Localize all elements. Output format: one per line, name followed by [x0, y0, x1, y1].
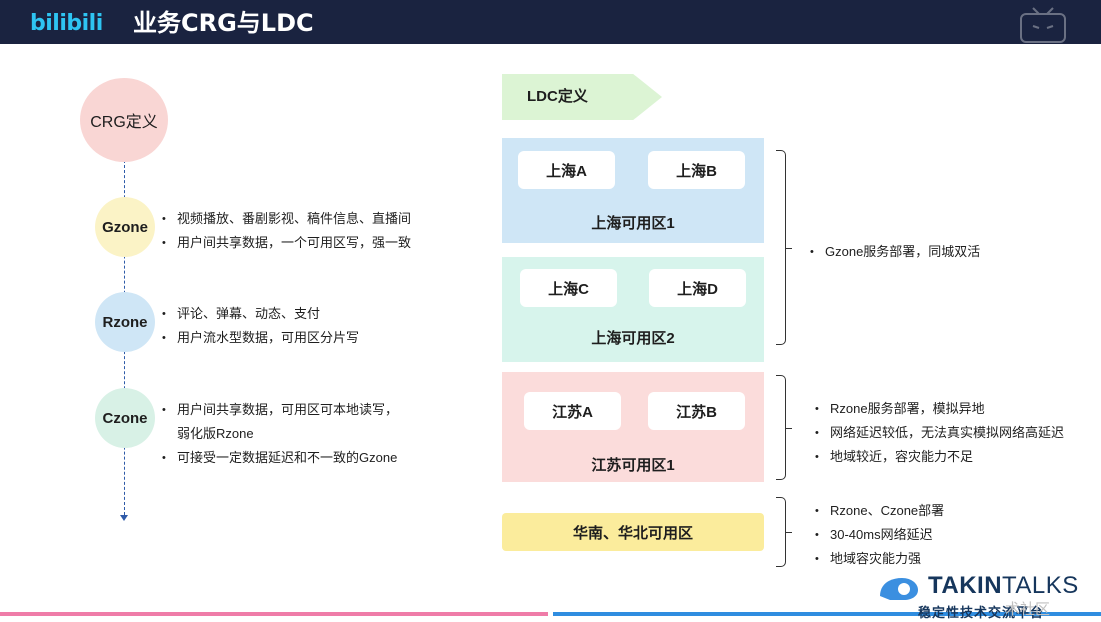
- takin-logo-icon: [880, 578, 918, 600]
- idc-jiangsu-a: 江苏A: [524, 392, 621, 430]
- list-item: 用户间共享数据，一个可用区写，强一致: [162, 231, 411, 255]
- page-title: 业务CRG与LDC: [133, 9, 314, 37]
- rzone-circle: Rzone: [95, 292, 155, 352]
- zone-label: 上海可用区2: [591, 330, 675, 347]
- jiangsu-zone-1: 江苏A 江苏B 江苏可用区1: [502, 372, 764, 482]
- idc-shanghai-d: 上海D: [649, 269, 746, 307]
- list-item: 地域较近，容灾能力不足: [815, 445, 1064, 469]
- list-item: Gzone服务部署，同城双活: [810, 240, 980, 264]
- footer-stripe-blue: [553, 612, 1101, 616]
- brand-light: TALKS: [1002, 572, 1079, 599]
- crg-title-circle: CRG定义: [80, 78, 168, 162]
- rzone-brace: [776, 375, 792, 480]
- list-item: 用户间共享数据，可用区可本地读写，: [162, 398, 398, 422]
- bilibili-logo: bilibili: [30, 10, 103, 36]
- gzone-circle: Gzone: [95, 197, 155, 257]
- list-item: 弱化版Rzone: [177, 426, 254, 441]
- czone-deploy-notes: Rzone、Czone部署 30-40ms网络延迟 地域容灾能力强: [815, 499, 944, 571]
- czone-circle: Czone: [95, 388, 155, 448]
- idc-shanghai-a: 上海A: [518, 151, 615, 189]
- idc-jiangsu-b: 江苏B: [648, 392, 745, 430]
- watermark-text: 术社区: [1005, 601, 1051, 618]
- rzone-points: 评论、弹幕、动态、支付 用户流水型数据，可用区分片写: [162, 302, 359, 350]
- rzone-deploy-notes: Rzone服务部署，模拟异地 网络延迟较低，无法真实模拟网络高延迟 地域较近，容…: [815, 397, 1064, 469]
- list-item: 地域容灾能力强: [815, 547, 944, 571]
- list-item: Rzone服务部署，模拟异地: [815, 397, 1064, 421]
- gzone-deploy-notes: Gzone服务部署，同城双活: [810, 240, 980, 264]
- shanghai-zone-2: 上海C 上海D 上海可用区2: [502, 257, 764, 362]
- czone-brace: [776, 497, 792, 567]
- idc-shanghai-c: 上海C: [520, 269, 617, 307]
- gzone-brace: [776, 150, 792, 345]
- list-item: 视频播放、番剧影视、稿件信息、直播间: [162, 207, 411, 231]
- top-bar: bilibili 业务CRG与LDC: [0, 0, 1101, 44]
- shanghai-zone-1: 上海A 上海B 上海可用区1: [502, 138, 764, 243]
- czone-points: 用户间共享数据，可用区可本地读写， 弱化版Rzone 可接受一定数据延迟和不一致…: [162, 398, 398, 470]
- list-item: 可接受一定数据延迟和不一致的Gzone: [162, 446, 398, 470]
- footer-stripe-pink: [0, 612, 548, 616]
- timeline-arrow: [120, 515, 128, 521]
- gzone-points: 视频播放、番剧影视、稿件信息、直播间 用户间共享数据，一个可用区写，强一致: [162, 207, 411, 255]
- brand-subtitle: 稳定性技术交流平台: [918, 605, 1045, 620]
- tv-icon: [1020, 7, 1066, 43]
- list-item: 30-40ms网络延迟: [815, 523, 944, 547]
- idc-shanghai-b: 上海B: [648, 151, 745, 189]
- list-item: 网络延迟较低，无法真实模拟网络高延迟: [815, 421, 1064, 445]
- takin-talks-brand: TAKINTALKS: [928, 572, 1079, 600]
- ldc-title-tag: LDC定义: [502, 74, 662, 120]
- zone-label: 上海可用区1: [591, 215, 675, 232]
- list-item: 评论、弹幕、动态、支付: [162, 302, 359, 326]
- south-north-zone: 华南、华北可用区: [502, 513, 764, 551]
- list-item: Rzone、Czone部署: [815, 499, 944, 523]
- brand-bold: TAKIN: [928, 572, 1003, 599]
- zone-label: 华南、华北可用区: [572, 525, 693, 542]
- zone-label: 江苏可用区1: [591, 457, 675, 474]
- list-item: 用户流水型数据，可用区分片写: [162, 326, 359, 350]
